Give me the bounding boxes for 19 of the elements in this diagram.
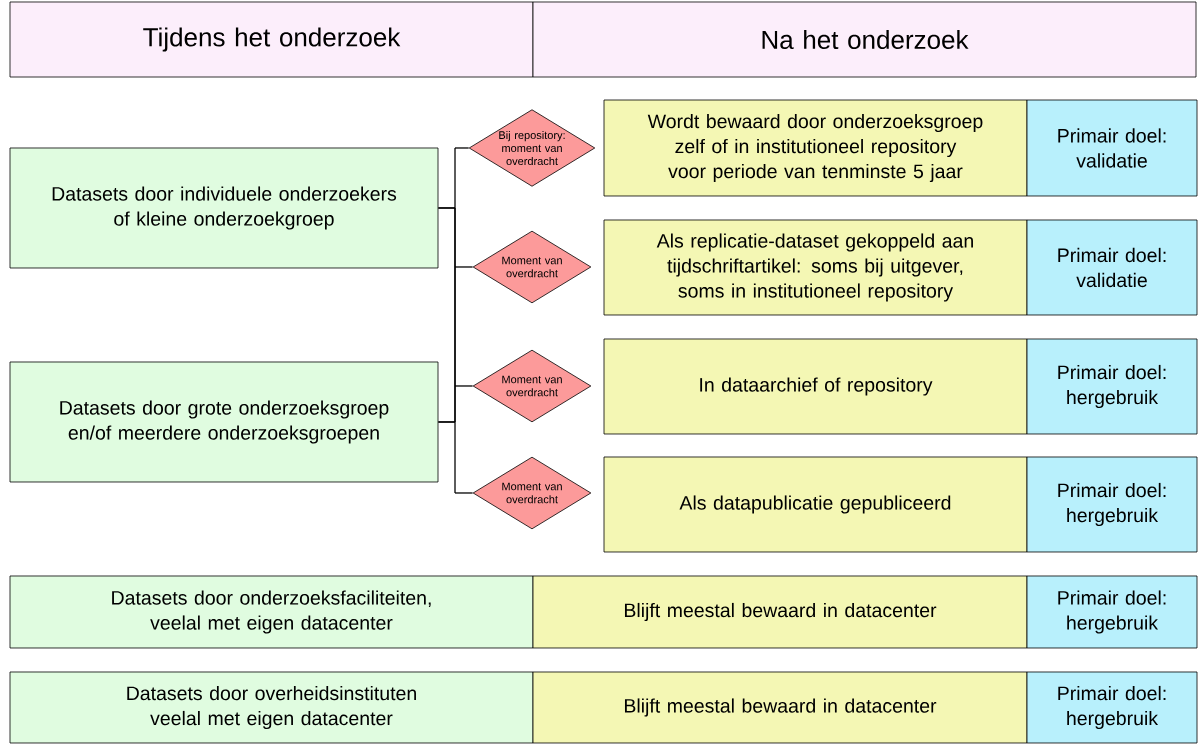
purpose-box: Primair doel: hergebruik: [1026, 671, 1198, 744]
purpose-box: Primair doel: validatie: [1026, 219, 1198, 316]
purpose-box: Primair doel: hergebruik: [1026, 338, 1198, 435]
purpose-box: Primair doel: hergebruik: [1026, 456, 1198, 553]
purpose-box: Primair doel: validatie: [1026, 99, 1198, 197]
storage-box: Wordt bewaard door onderzoeksgroep zelf of in institutioneel repository voor periode van tenminste 5 jaar: [603, 99, 1028, 197]
dataset-box: Datasets door grote onderzoeksgroep en/of meerdere onderzoeksgroepen: [9, 361, 439, 483]
dataset-box: Datasets door individuele onderzoekers of kleine onderzoekgroep: [9, 147, 439, 269]
column-header: Na het onderzoek: [532, 1, 1197, 78]
dataset-box: Datasets door onderzoeksfaciliteiten, veelal met eigen datacenter: [9, 575, 534, 649]
storage-box: Blijft meestal bewaard in datacenter: [532, 575, 1028, 649]
storage-box: In dataarchief of repository: [603, 338, 1028, 435]
column-header: Tijdens het onderzoek: [9, 1, 534, 78]
connector-line: [438, 421, 473, 494]
dataset-box: Datasets door overheidsinstituten veelal met eigen datacenter: [9, 671, 534, 744]
purpose-box: Primair doel: hergebruik: [1026, 575, 1198, 649]
storage-box: Als replicatie-dataset gekoppeld aan tijdschriftartikel: soms bij uitgever, soms in institutioneel repository: [603, 219, 1028, 316]
storage-box: Als datapublicatie gepubliceerd: [603, 456, 1028, 553]
storage-box: Blijft meestal bewaard in datacenter: [532, 671, 1028, 744]
